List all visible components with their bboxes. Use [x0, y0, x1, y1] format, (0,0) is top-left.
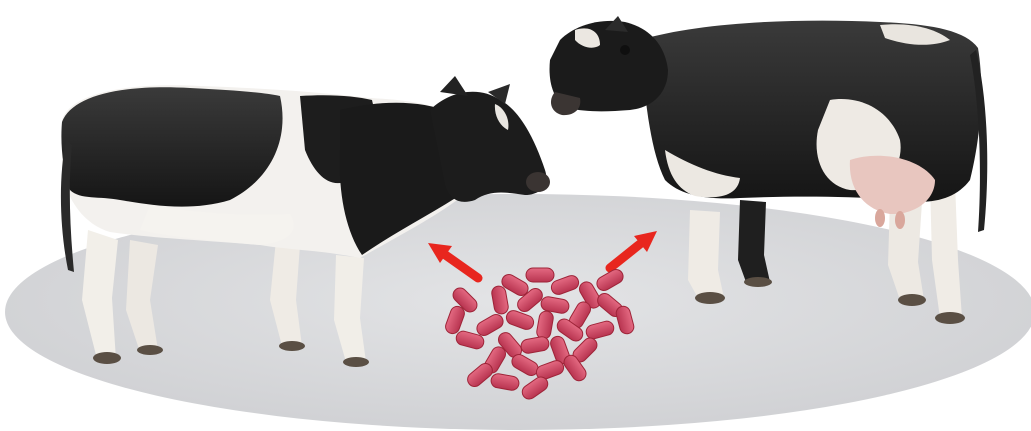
bacterium-rod: [526, 268, 554, 282]
